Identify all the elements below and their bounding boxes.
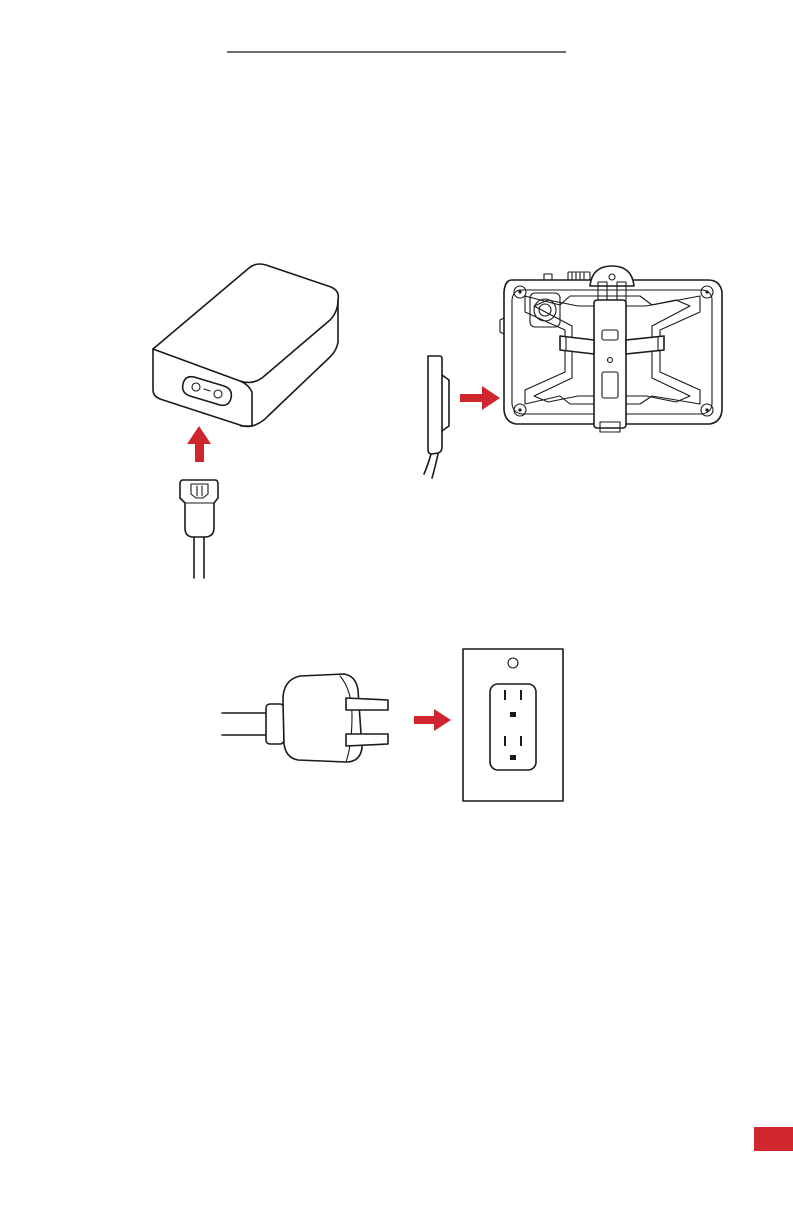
power-supply-icon <box>153 264 338 427</box>
two-prong-plug-icon <box>222 674 388 762</box>
figure-8-connector-icon <box>180 480 218 578</box>
arrow-right-icon <box>414 709 451 731</box>
page-tab-marker <box>754 1127 793 1151</box>
arrow-right-icon <box>460 386 500 410</box>
duplex-outlet-icon <box>463 649 563 801</box>
tablet-case-back-icon <box>500 266 722 432</box>
arrow-up-icon <box>187 426 211 462</box>
magnetic-connector-icon <box>424 356 449 478</box>
